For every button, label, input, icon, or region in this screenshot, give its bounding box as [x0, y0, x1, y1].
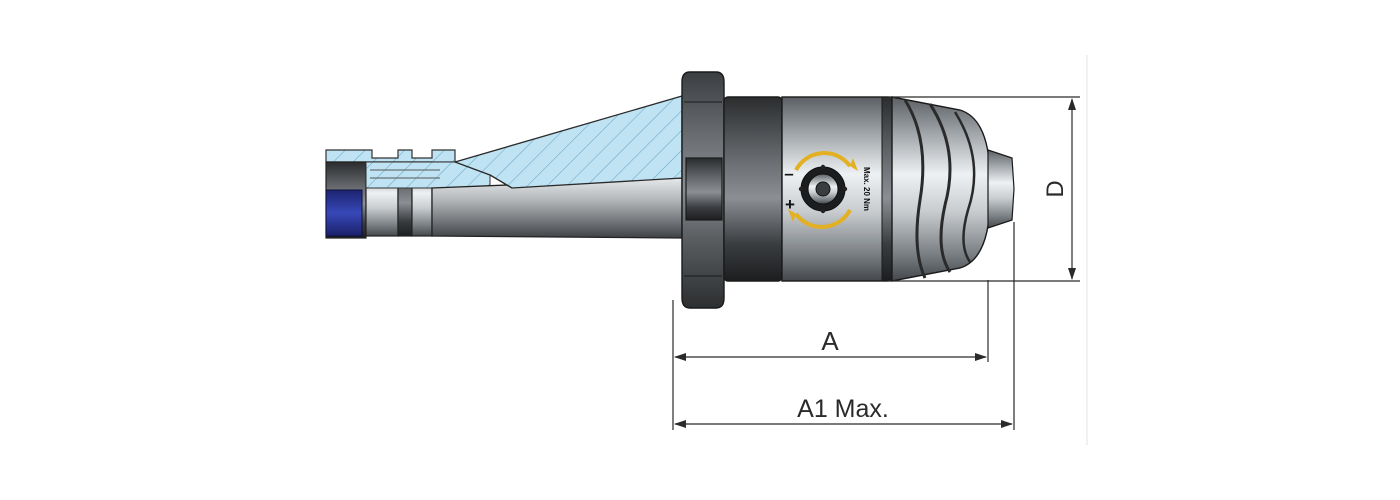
dimension-a1-label: A1 Max. — [797, 395, 889, 423]
retention-band — [325, 189, 363, 237]
chuck-key-marker: – + Max. 20 Nm — [784, 151, 871, 229]
dimension-a-label: A — [821, 326, 839, 356]
minus-sign: – — [784, 164, 793, 183]
rotation-arrow-icon — [794, 151, 852, 172]
flange — [681, 71, 725, 309]
taper-cone — [431, 95, 683, 239]
body-neck — [723, 96, 783, 282]
plus-sign: + — [785, 195, 795, 214]
torque-label: Max. 20 Nm — [862, 167, 871, 211]
retention-knob — [325, 149, 491, 239]
dimension-lines — [672, 96, 1080, 430]
dimension-d-label: D — [1042, 180, 1069, 197]
